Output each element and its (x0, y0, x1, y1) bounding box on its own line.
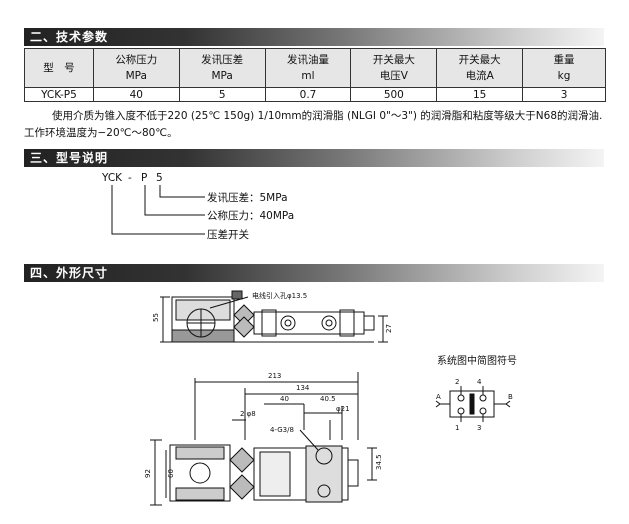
table-cell: 40 (92, 87, 180, 102)
switch-symbol (435, 386, 511, 422)
model-code-5: 5 (156, 172, 163, 184)
dim-cable-hole: 电线引入孔φ13.5 (252, 291, 307, 300)
model-code-p: P (141, 172, 147, 184)
dim-40-5: 40.5 (320, 395, 336, 403)
dim-thread: 4-G3/8 (270, 426, 294, 434)
table-cell: 3 (522, 87, 606, 102)
dim-213: 213 (268, 372, 281, 380)
symbol-side-b: B (508, 393, 513, 401)
table-row: YCK-P5 40 5 0.7 500 15 3 (24, 87, 606, 102)
dim-40: 40 (280, 395, 289, 403)
description-line: 工作环境温度为−20℃～80℃。 (24, 127, 178, 139)
section-header-dimensions: 四、外形尺寸 (24, 264, 604, 282)
model-code-leaders (111, 185, 205, 235)
symbol-port-4: 4 (477, 378, 482, 386)
dim-134: 134 (296, 384, 310, 392)
table-cell: 15 (436, 87, 524, 102)
spec-header-model: 型 号 (24, 48, 94, 88)
dim-55: 55 (152, 313, 160, 322)
model-label-switch: 压差开关 (207, 228, 249, 241)
model-code-dash: - (128, 172, 132, 184)
table-cell: YCK-P5 (24, 87, 94, 102)
dim-27: 27 (385, 324, 393, 333)
description-paragraph: 使用介质为锥入度不低于220 (25℃ 150g) 1/10mm的润滑脂 (NL… (24, 108, 614, 142)
model-label-signal: 发讯压差：5MPa (207, 191, 288, 204)
dim-92: 92 (144, 469, 152, 478)
symbol-port-1: 1 (455, 424, 459, 432)
section-header-tech-params: 二、技术参数 (24, 28, 604, 46)
description-line: 使用介质为锥入度不低于220 (25℃ 150g) 1/10mm的润滑脂 (NL… (52, 110, 603, 122)
spec-header-max-current: 开关最大电流A (436, 48, 524, 88)
dim-34-5: 34.5 (375, 454, 383, 470)
model-label-nominal: 公称压力：40MPa (207, 209, 294, 222)
table-cell: 500 (350, 87, 438, 102)
dim-60: 60 (167, 469, 175, 478)
spec-header-max-voltage: 开关最大电压V (350, 48, 438, 88)
symbol-port-2: 2 (455, 378, 459, 386)
symbol-port-3: 3 (477, 424, 481, 432)
table-cell: 0.7 (264, 87, 352, 102)
model-code-yck: YCK (101, 172, 123, 184)
symbol-side-a: A (436, 393, 441, 401)
section-header-model-desc: 三、型号说明 (24, 149, 604, 167)
symbol-title: 系统图中简图符号 (437, 354, 517, 367)
dim-phi21: φ21 (336, 405, 350, 413)
dim-phi8: 2 φ8 (240, 410, 256, 418)
